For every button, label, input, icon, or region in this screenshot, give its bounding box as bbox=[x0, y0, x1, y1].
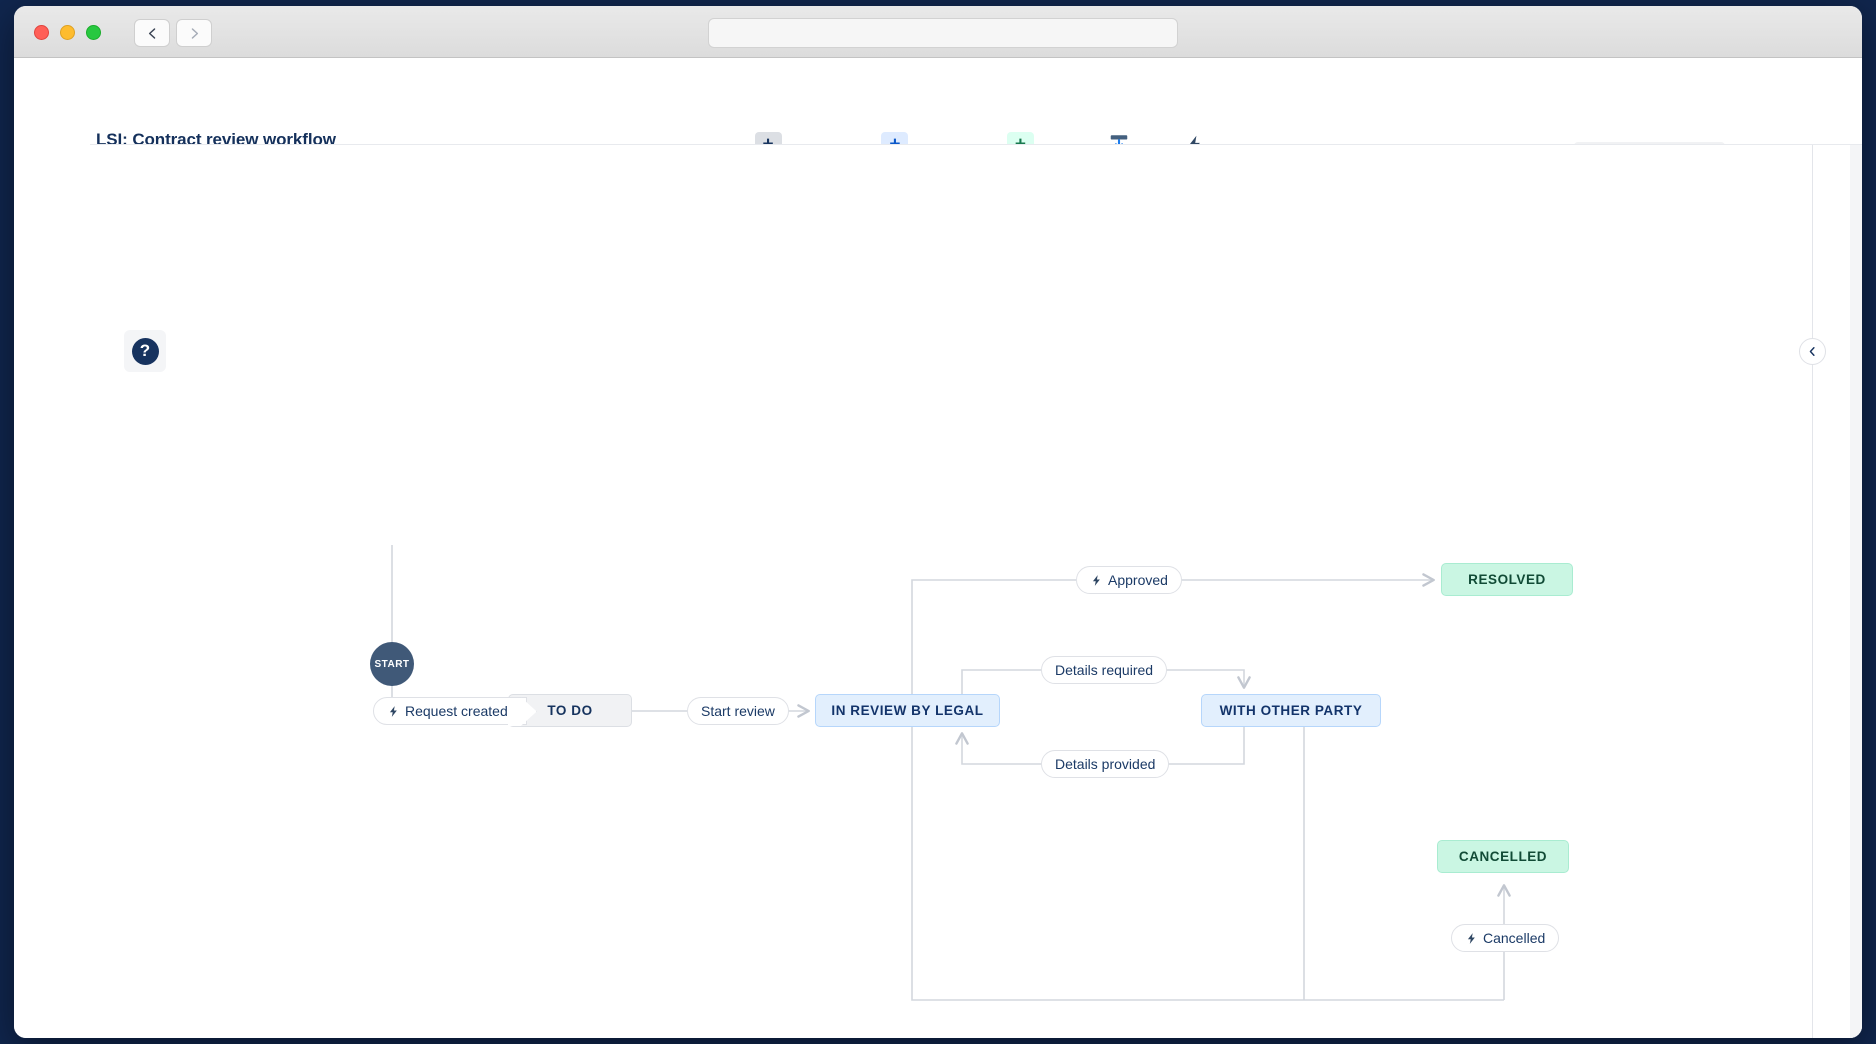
lightning-icon bbox=[389, 705, 397, 717]
diagram-edges bbox=[391, 545, 1511, 1001]
transition-start-review[interactable]: Start review bbox=[687, 697, 789, 725]
transition-label: Request created bbox=[405, 703, 508, 719]
transition-label: Cancelled bbox=[1483, 930, 1546, 946]
app-header: LSI: Contract review workflow Used in 1 … bbox=[14, 58, 1862, 183]
status-node-in-review-by-legal[interactable]: IN REVIEW BY LEGAL bbox=[815, 694, 1000, 727]
lightning-icon bbox=[1467, 932, 1475, 944]
status-node-resolved[interactable]: RESOLVED bbox=[1441, 563, 1573, 596]
transition-details-required[interactable]: Details required bbox=[1041, 656, 1168, 684]
forward-arrow-icon bbox=[191, 27, 198, 39]
status-node-to-do[interactable]: TO DO bbox=[508, 694, 632, 727]
transition-label: Start review bbox=[701, 703, 775, 719]
browser-window: LSI: Contract review workflow Used in 1 … bbox=[14, 6, 1862, 1038]
question-mark-icon: ? bbox=[131, 337, 159, 365]
workflow-canvas[interactable]: ? bbox=[14, 145, 1862, 1038]
transition-label: Approved bbox=[1108, 572, 1168, 588]
edge-in-review-to-cancel-rail bbox=[911, 727, 1504, 1001]
back-arrow-icon bbox=[148, 27, 155, 39]
status-node-cancelled[interactable]: CANCELLED bbox=[1437, 840, 1569, 873]
edge-in-review-to-approved bbox=[911, 579, 1076, 694]
vertical-scrollbar[interactable] bbox=[1850, 145, 1862, 1038]
browser-forward-button[interactable] bbox=[176, 19, 212, 47]
chevron-left-icon bbox=[1809, 346, 1815, 357]
browser-back-button[interactable] bbox=[134, 19, 170, 47]
transition-label: Details required bbox=[1055, 662, 1154, 678]
help-button[interactable]: ? bbox=[124, 330, 166, 372]
right-panel-divider bbox=[1812, 145, 1813, 1038]
transition-cancelled[interactable]: Cancelled bbox=[1451, 924, 1560, 952]
transition-request-created[interactable]: Request created bbox=[373, 697, 527, 725]
workflow-diagram: START TO DO IN REVIEW BY LEGAL WITH OTHE… bbox=[14, 145, 1862, 1038]
edge-details-required-to-with-other-party bbox=[1154, 669, 1251, 689]
edge-details-provided-to-in-review bbox=[955, 732, 1041, 765]
start-node[interactable]: START bbox=[370, 642, 414, 686]
window-minimize-button[interactable] bbox=[60, 25, 75, 40]
browser-chrome bbox=[14, 6, 1862, 58]
window-maximize-button[interactable] bbox=[86, 25, 101, 40]
transition-approved[interactable]: Approved bbox=[1076, 566, 1182, 594]
transition-label: Details provided bbox=[1055, 756, 1156, 772]
edge-in-review-to-details-required bbox=[961, 669, 1041, 694]
header-divider bbox=[90, 144, 1862, 145]
status-node-with-other-party[interactable]: WITH OTHER PARTY bbox=[1201, 694, 1381, 727]
edge-with-other-party-to-details-provided bbox=[1154, 727, 1245, 765]
collapse-panel-button[interactable] bbox=[1799, 338, 1826, 365]
transition-details-provided[interactable]: Details provided bbox=[1041, 750, 1170, 778]
address-bar[interactable] bbox=[708, 18, 1178, 48]
lightning-icon bbox=[1092, 574, 1100, 586]
window-close-button[interactable] bbox=[34, 25, 49, 40]
